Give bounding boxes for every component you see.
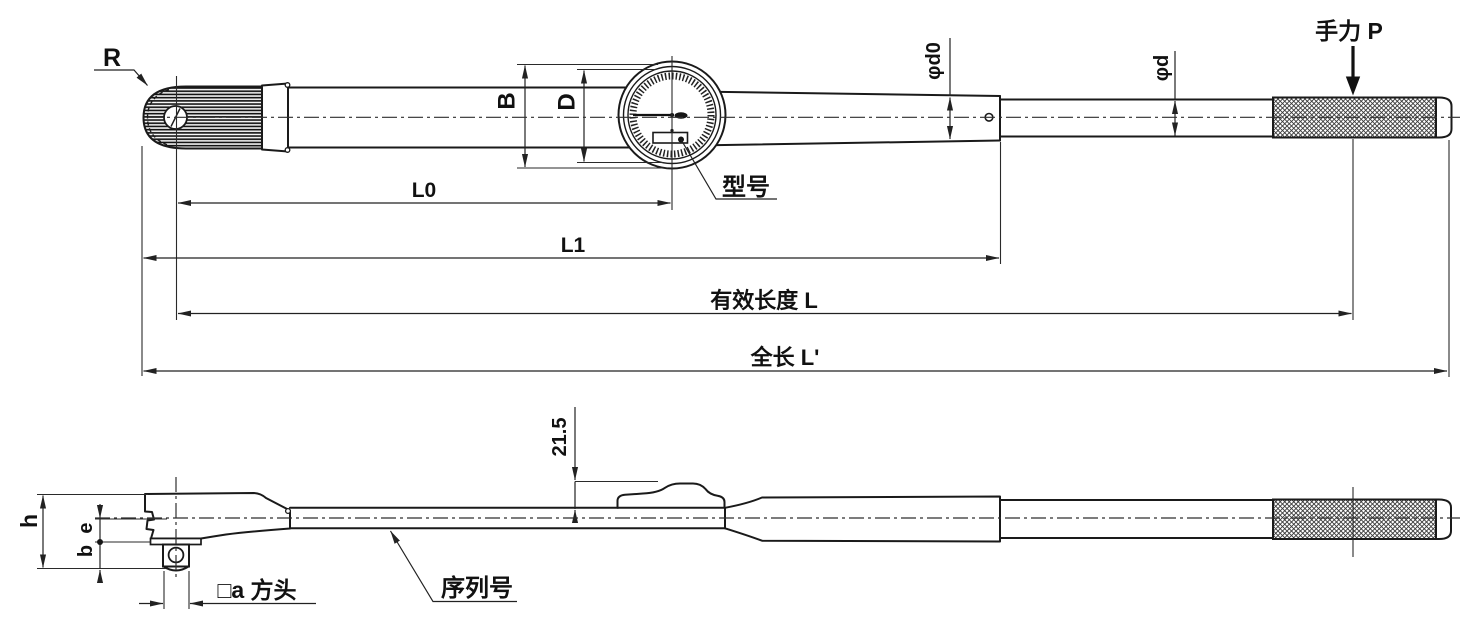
dim-e-label: e [75, 522, 97, 533]
head-rim-dashed-arc [146, 88, 170, 147]
dim-b-e [96, 504, 104, 584]
dimension-lines [39, 38, 1448, 607]
top-view [142, 60, 1453, 170]
dial-width-label: B [494, 92, 521, 109]
hand-force-label: 手力 P [1315, 18, 1383, 44]
side-view [144, 482, 1452, 572]
radius-label: R [103, 44, 121, 72]
tube-left-section [287, 86, 651, 149]
serial-leader [389, 530, 517, 603]
head-height-label: h [16, 514, 42, 528]
effective-length-label: 有效长度 L [710, 288, 818, 313]
tube-side [289, 506, 727, 530]
main-body-side [724, 495, 1001, 543]
handle-end-cap-side [1435, 498, 1452, 540]
centerlines [95, 116, 1460, 578]
tube-right-section [693, 90, 1001, 147]
model-label: 型号 [722, 174, 770, 201]
dim-l1-label: L1 [561, 234, 586, 257]
handle-diameter-label: φd [1151, 55, 1173, 82]
collar-pin-bottom [284, 147, 291, 153]
model-plate [652, 131, 689, 144]
model-leader [680, 139, 777, 200]
wrench-head-side [144, 492, 292, 572]
labels: R B D 型号 φd0 φd 手力 P L0 L1 有效长度 L 全长 L' … [16, 18, 1383, 603]
radius-leader [94, 69, 148, 86]
dim-b-label: b [75, 545, 97, 557]
lever-height-label: 21.5 [549, 418, 571, 457]
square-drive-label: □a 方头 [217, 577, 296, 603]
dial-tick-ring [629, 72, 715, 158]
knurled-handle-side [1272, 498, 1437, 540]
rod-top-view [999, 98, 1274, 138]
release-lever-side [616, 482, 726, 509]
collar-pin-top [284, 82, 291, 88]
dim-l0-label: L0 [412, 179, 437, 202]
tube-diameter-label: φd0 [923, 42, 945, 80]
hand-force-arrow [1345, 46, 1361, 96]
wrench-head-top [142, 82, 291, 153]
extension-lines [37, 56, 1450, 609]
serial-label: 序列号 [441, 574, 513, 602]
dial-face-label: D [554, 93, 581, 110]
overall-length-label: 全长 L' [750, 345, 820, 370]
rod-side [999, 499, 1274, 539]
